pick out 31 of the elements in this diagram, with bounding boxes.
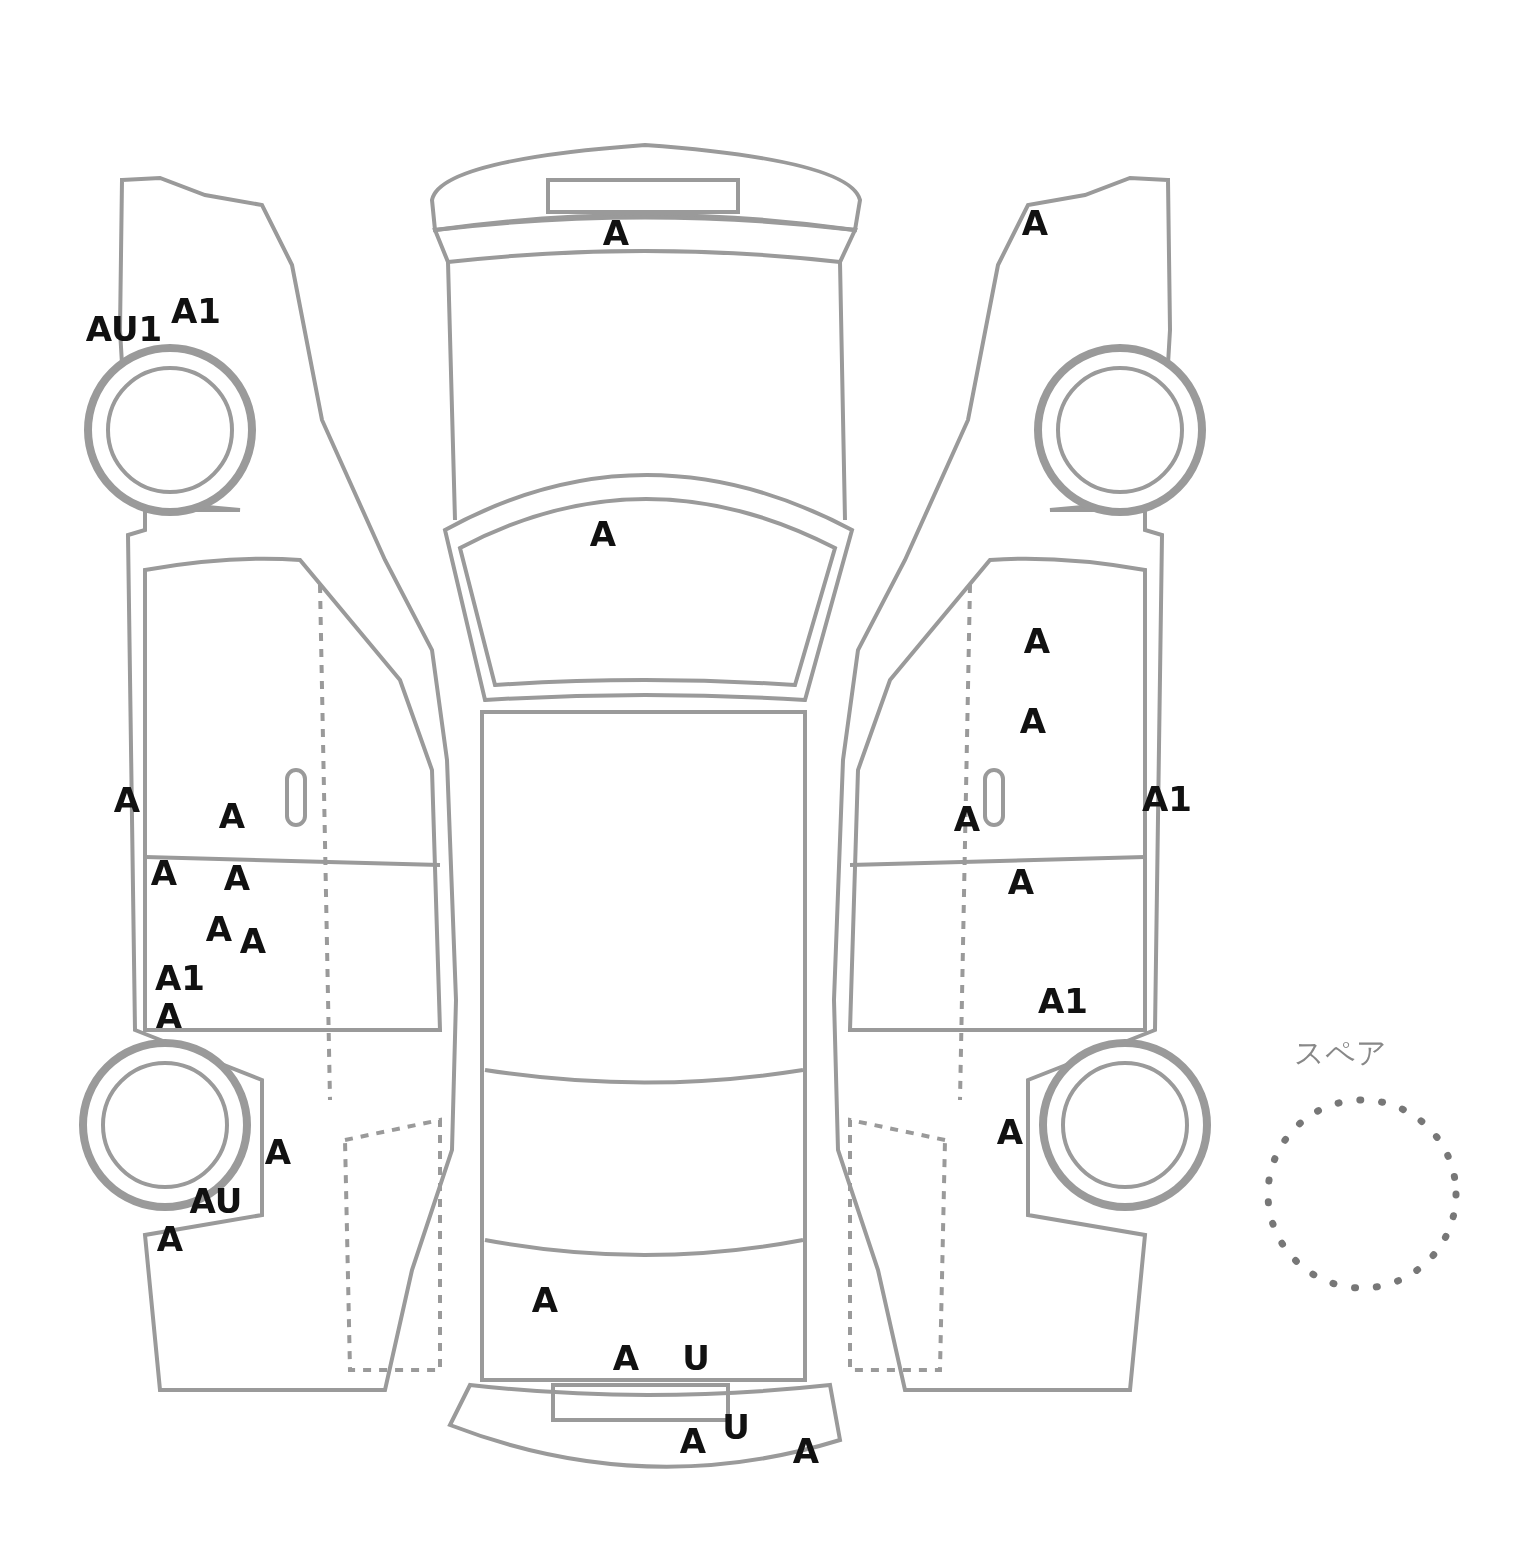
damage-code: U (722, 1410, 750, 1444)
damage-code: A (150, 856, 178, 890)
damage-code: A (1019, 704, 1047, 738)
damage-code: A (531, 1283, 559, 1317)
damage-code: A (612, 1341, 640, 1375)
damage-code: A (223, 861, 251, 895)
damage-code: A (1021, 206, 1049, 240)
damage-code: A1 (1142, 782, 1192, 816)
damage-code: A (589, 517, 617, 551)
damage-code: A (679, 1424, 707, 1458)
damage-code: A (602, 216, 630, 250)
spare-tire-circle (1262, 1094, 1462, 1294)
damage-code: A (239, 924, 267, 958)
damage-code: A1 (1038, 984, 1088, 1018)
damage-code: A (113, 783, 141, 817)
damage-code: AU1 (85, 312, 163, 346)
damage-code: A (1007, 865, 1035, 899)
damage-code: A1 (155, 961, 205, 995)
damage-code: A1 (171, 294, 221, 328)
damage-code: A (156, 1222, 184, 1256)
spare-label: スペア (1293, 1038, 1387, 1068)
damage-code: AU (189, 1184, 243, 1218)
damage-code: A (792, 1434, 820, 1468)
damage-code: A (996, 1115, 1024, 1149)
damage-code: A (953, 802, 981, 836)
damage-code: A (218, 799, 246, 833)
damage-code: A (264, 1135, 292, 1169)
damage-code: U (682, 1341, 710, 1375)
damage-code: A (205, 912, 233, 946)
damage-code: A (1023, 624, 1051, 658)
damage-code: A (155, 999, 183, 1033)
